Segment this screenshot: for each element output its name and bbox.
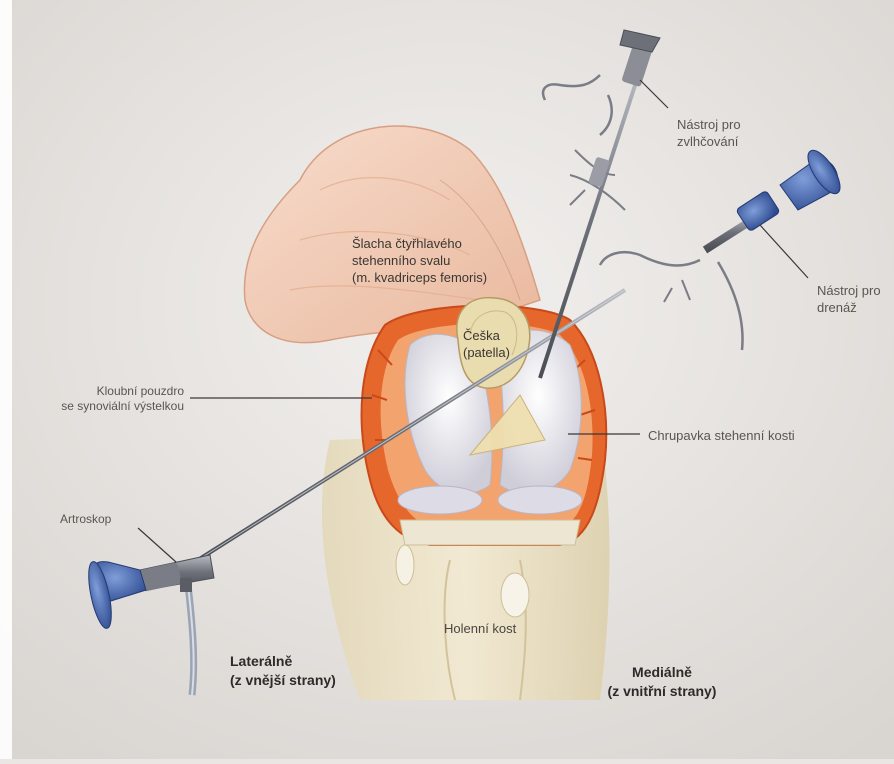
label-patella-line2: (patella) — [463, 344, 510, 361]
label-arthroscope: Artroskop — [60, 512, 111, 527]
label-quadriceps-line2: stehenního svalu — [352, 252, 487, 269]
label-quadriceps-line3: (m. kvadriceps femoris) — [352, 269, 487, 286]
label-lateral: Laterálně (z vnější strany) — [230, 652, 336, 690]
label-medial-line1: Mediálně — [596, 663, 728, 682]
label-irrigation-line1: Nástroj pro — [677, 116, 741, 133]
label-irrigation-line2: zvlhčování — [677, 133, 741, 150]
label-quadriceps-tendon: Šlacha čtyřhlavého stehenního svalu (m. … — [352, 235, 487, 286]
label-drainage-line1: Nástroj pro — [817, 282, 881, 299]
label-medial: Mediálně (z vnitřní strany) — [596, 663, 728, 701]
label-joint-capsule-line1: Kloubní pouzdro — [22, 384, 184, 399]
label-joint-capsule: Kloubní pouzdro se synoviální výstelkou — [22, 384, 184, 414]
label-medial-line2: (z vnitřní strany) — [596, 682, 728, 701]
label-patella: Češka (patella) — [463, 327, 510, 361]
label-drainage-instrument: Nástroj pro drenáž — [817, 282, 881, 316]
label-tibia: Holenní kost — [444, 620, 516, 637]
page-margin — [0, 0, 12, 759]
label-lateral-line2: (z vnější strany) — [230, 671, 336, 690]
label-femoral-cartilage: Chrupavka stehenní kosti — [648, 427, 795, 444]
label-joint-capsule-line2: se synoviální výstelkou — [22, 399, 184, 414]
label-patella-line1: Češka — [463, 327, 510, 344]
label-lateral-line1: Laterálně — [230, 652, 336, 671]
label-drainage-line2: drenáž — [817, 299, 881, 316]
label-quadriceps-line1: Šlacha čtyřhlavého — [352, 235, 487, 252]
label-irrigation-instrument: Nástroj pro zvlhčování — [677, 116, 741, 150]
